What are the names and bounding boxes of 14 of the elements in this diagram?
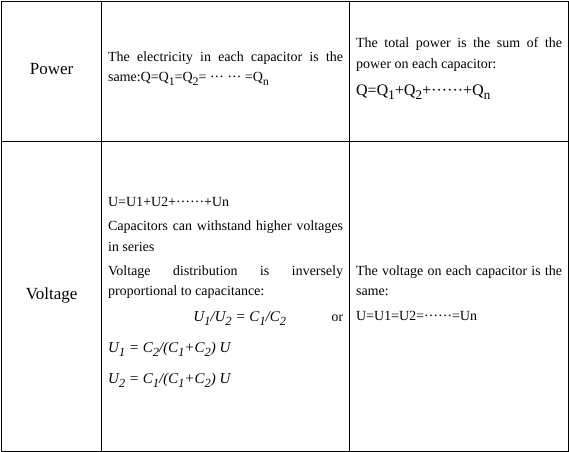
row-header: Voltage	[24, 283, 78, 306]
cell-text: The total power is the sum of the power on each capacitor:	[356, 35, 562, 74]
formula: U$_{1}$ = C$_{2}$/(C$_{1}$+C$_{2}$) U	[108, 338, 232, 361]
cell-text: U=U1=U2=······=Un	[356, 308, 478, 326]
formula: U$_{2}$ = C$_{1}$/(C$_{1}$+C$_{2}$) U	[108, 370, 232, 392]
cell-text: Capacitors can withstand higher voltages in series	[108, 218, 343, 257]
formula: Q=Q$_{1}$+Q$_{2}$+······+Q$_{n}$	[356, 81, 492, 104]
formula: U$_{1}$/U$_{2}$ = C$_{1}$/C$_{2}$	[193, 308, 286, 330]
row-header: Power	[28, 58, 74, 80]
cell-text: U=U1+U2+······+Un	[108, 194, 230, 212]
cell-text: or	[331, 308, 343, 327]
cell-text: The voltage on each capacitor is the same:	[356, 263, 562, 302]
cell-text: Voltage distribution is inversely proportional to capacitance:	[108, 262, 343, 302]
cell-text: The electricity in each capacitor is the same:Q=Q$_{1}$=Q$_{2}$= ··· ··· =Q$_{n}$	[108, 48, 343, 90]
